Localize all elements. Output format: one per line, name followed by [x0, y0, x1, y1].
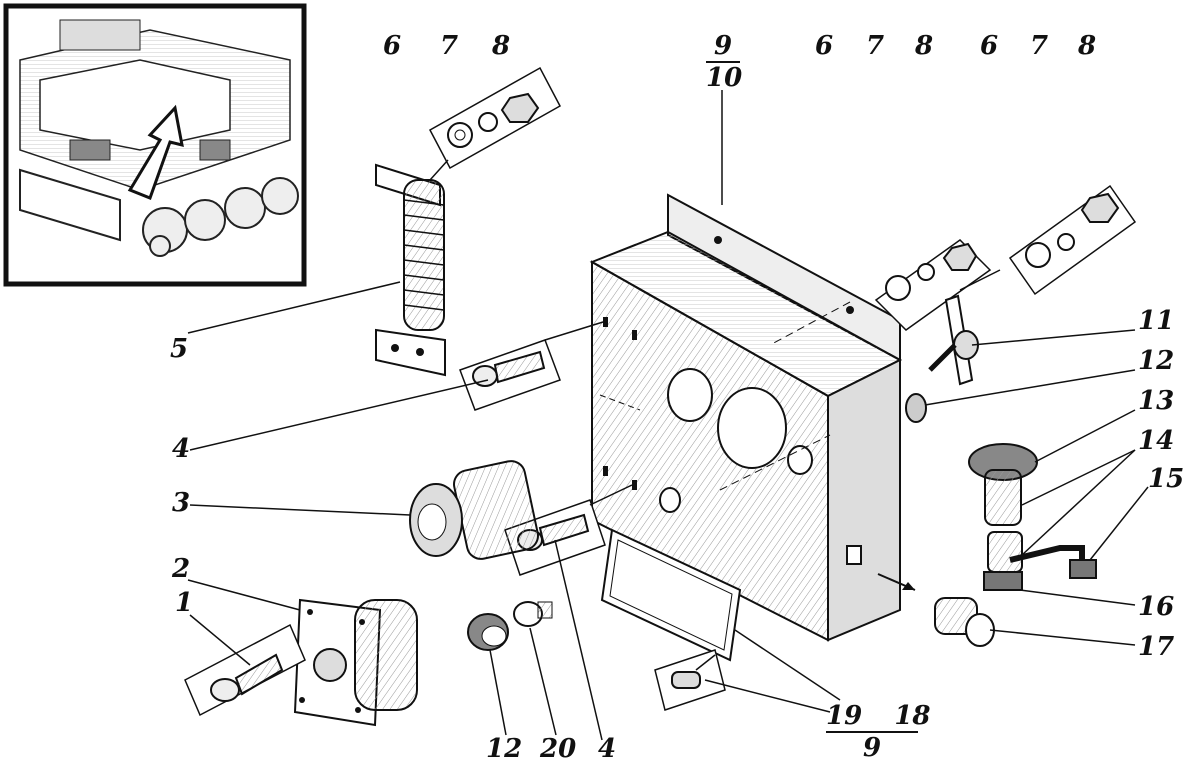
fraction-numerator-19: 19 [826, 701, 863, 731]
vehicle-inset [3, 3, 307, 287]
label-part-14: 14 [1138, 426, 1175, 456]
fraction-denominator: 10 [706, 63, 743, 93]
label-part-2: 2 [172, 554, 191, 584]
fraction-denominator-9: 9 [862, 733, 882, 761]
part-2-housing [293, 598, 418, 727]
label-part-11: 11 [1138, 306, 1175, 336]
part-11-toggle-switch [928, 294, 979, 386]
label-part-7-top: 7 [440, 31, 459, 61]
label-part-9-10-fraction: 9 10 [706, 31, 743, 93]
leader-lines [187, 90, 1149, 741]
label-part-6-mid: 6 [815, 31, 834, 61]
label-part-20: 20 [540, 734, 577, 761]
fraction-numerator: 9 [713, 31, 733, 61]
parts-13-16-fuse-holder [968, 443, 1097, 591]
part-18-cover-plate [600, 528, 742, 662]
part-5-spring-bracket [375, 163, 446, 377]
label-part-15: 15 [1148, 464, 1185, 494]
washer-group-right-2 [1008, 184, 1137, 296]
label-part-6-top: 6 [383, 31, 402, 61]
fraction-numerator-18: 18 [894, 701, 931, 731]
part-20-bulb [513, 601, 553, 627]
part-12-bottom-cap [467, 613, 509, 651]
washer-group-top [428, 66, 562, 170]
label-part-7-right: 7 [1030, 31, 1049, 61]
label-part-8-mid: 8 [915, 31, 934, 61]
part-17-fuse [877, 573, 995, 647]
label-part-17: 17 [1138, 632, 1175, 662]
part-19-screw-group [654, 649, 726, 711]
label-part-19-18-fraction: 19 18 9 [826, 701, 931, 761]
label-part-4-left: 4 [172, 434, 191, 464]
label-part-6-right: 6 [980, 31, 999, 61]
label-part-13: 13 [1138, 386, 1175, 416]
part-9-main-box [589, 193, 903, 642]
part-3-lamp [409, 460, 539, 560]
label-part-12-right: 12 [1138, 346, 1175, 376]
label-part-3: 3 [172, 488, 191, 518]
label-part-8-top: 8 [492, 31, 511, 61]
label-part-8-right: 8 [1078, 31, 1097, 61]
label-part-4-bottom: 4 [598, 734, 617, 761]
label-part-16: 16 [1138, 592, 1175, 622]
fraction-bar [706, 61, 740, 63]
label-part-7-mid: 7 [866, 31, 885, 61]
part-4-screw-group-upper [459, 339, 561, 411]
part-1-screw-group [184, 623, 306, 717]
label-part-1: 1 [175, 588, 194, 618]
washer-group-right-1 [874, 239, 992, 331]
location-arrow-icon [127, 104, 184, 200]
fraction-bar [826, 731, 918, 733]
label-part-5: 5 [170, 334, 189, 364]
label-part-12-bottom: 12 [486, 734, 523, 761]
part-12-knob [905, 393, 927, 423]
